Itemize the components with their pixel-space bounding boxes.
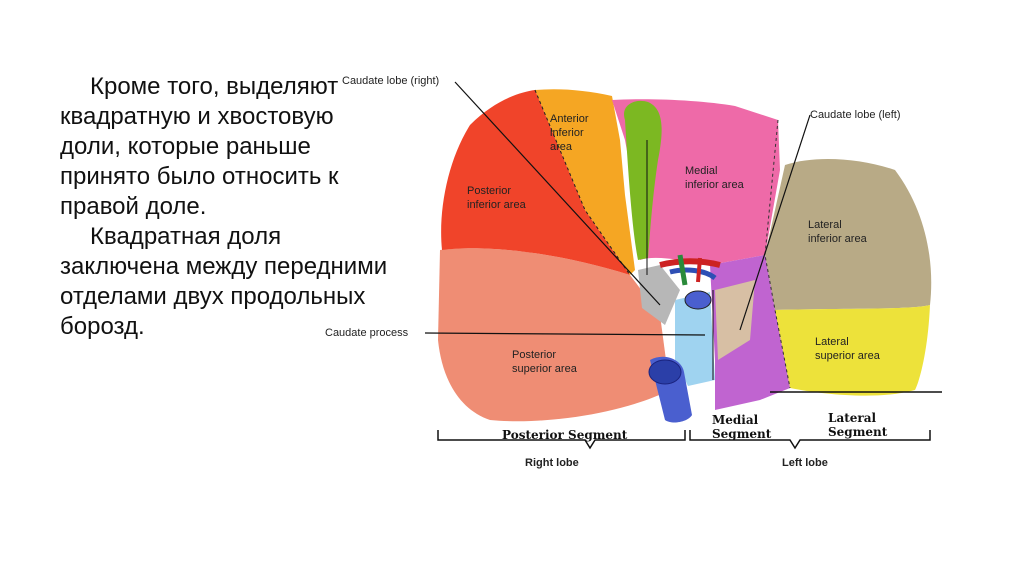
liver-diagram: Caudate lobe (right) Caudate lobe (left)… xyxy=(325,75,942,469)
posterior-superior-area xyxy=(438,248,670,422)
leader-caudate-right xyxy=(454,81,661,306)
label-lateral-superior-area: Lateral superior area xyxy=(815,336,881,362)
porta-hepatis-vessels xyxy=(659,254,721,286)
lateral-superior-area xyxy=(775,305,930,396)
label-right-lobe: Right lobe xyxy=(525,457,579,469)
portal-vein-opening xyxy=(684,290,712,310)
bracket-right-lobe xyxy=(437,430,686,450)
caudate-lobe-right xyxy=(638,265,680,325)
lateral-inferior-area xyxy=(765,158,932,310)
label-medial-segment: Medial Segment xyxy=(712,413,772,441)
leader-caudate-left xyxy=(739,114,811,331)
paragraph-1: Кроме того, выделяют квадратную и хвосто… xyxy=(60,73,339,220)
bracket-left-lobe xyxy=(689,430,931,450)
posterior-inferior-area xyxy=(441,90,630,275)
ivc-opening xyxy=(648,359,682,385)
label-lateral-inferior-area: Lateral inferior area xyxy=(808,219,868,245)
label-posterior-segment: Posterior Segment xyxy=(502,428,628,442)
label-lateral-segment: Lateral Segment xyxy=(828,411,888,439)
caudate-process xyxy=(675,292,715,386)
paragraph-2: Квадратная доля заключена между передним… xyxy=(60,223,388,340)
label-anterior-inferior-area: Anterior inferior area xyxy=(550,113,592,153)
label-caudate-lobe-right: Caudate lobe (right) xyxy=(342,75,439,87)
leader-caudate-process xyxy=(424,332,706,336)
fissure-line xyxy=(534,89,631,276)
label-caudate-process: Caudate process xyxy=(325,327,409,339)
label-left-lobe: Left lobe xyxy=(782,457,828,469)
slide-text: Кроме того, выделяют квадратную и хвосто… xyxy=(60,72,390,342)
label-caudate-lobe-left: Caudate lobe (left) xyxy=(810,109,901,121)
label-posterior-inferior-area: Posterior inferior area xyxy=(467,185,527,211)
anterior-inferior-area xyxy=(535,89,635,275)
label-posterior-superior-area: Posterior superior area xyxy=(512,349,578,375)
caudate-lobe-left xyxy=(715,280,755,360)
left-fissure-line xyxy=(764,119,791,389)
label-medial-inferior-area: Medial inferior area xyxy=(685,165,745,191)
gallbladder xyxy=(624,100,662,260)
